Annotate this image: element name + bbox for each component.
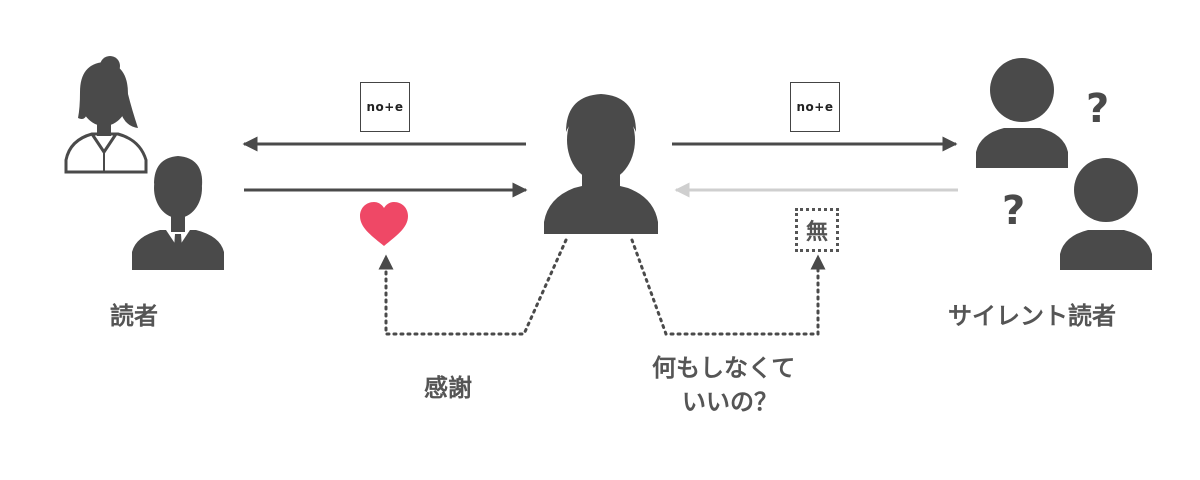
question-line-1: 何もしなくて: [652, 354, 796, 382]
author-silhouette-icon: [544, 94, 658, 234]
silent-reader-top-icon: [976, 58, 1068, 168]
heart-icon: [360, 202, 408, 246]
silent-readers-label: サイレント読者: [948, 302, 1116, 330]
dotted-path-nothing: [630, 238, 826, 336]
note-logo-badge-right: no+e: [790, 82, 840, 132]
dotted-path-gratitude: [378, 238, 568, 336]
reader-woman-icon: [64, 56, 148, 174]
note-logo-badge-left: no+e: [360, 82, 410, 132]
question-mark-icon: ?: [1086, 86, 1110, 132]
gratitude-label: 感謝: [424, 374, 472, 402]
readers-label: 読者: [110, 302, 158, 330]
silent-reader-bottom-icon: [1060, 158, 1152, 270]
nothing-badge: 無: [795, 208, 839, 252]
reader-man-icon: [132, 156, 224, 270]
question-line-2: いいの？: [682, 388, 778, 416]
question-mark-icon: ?: [1002, 188, 1026, 234]
